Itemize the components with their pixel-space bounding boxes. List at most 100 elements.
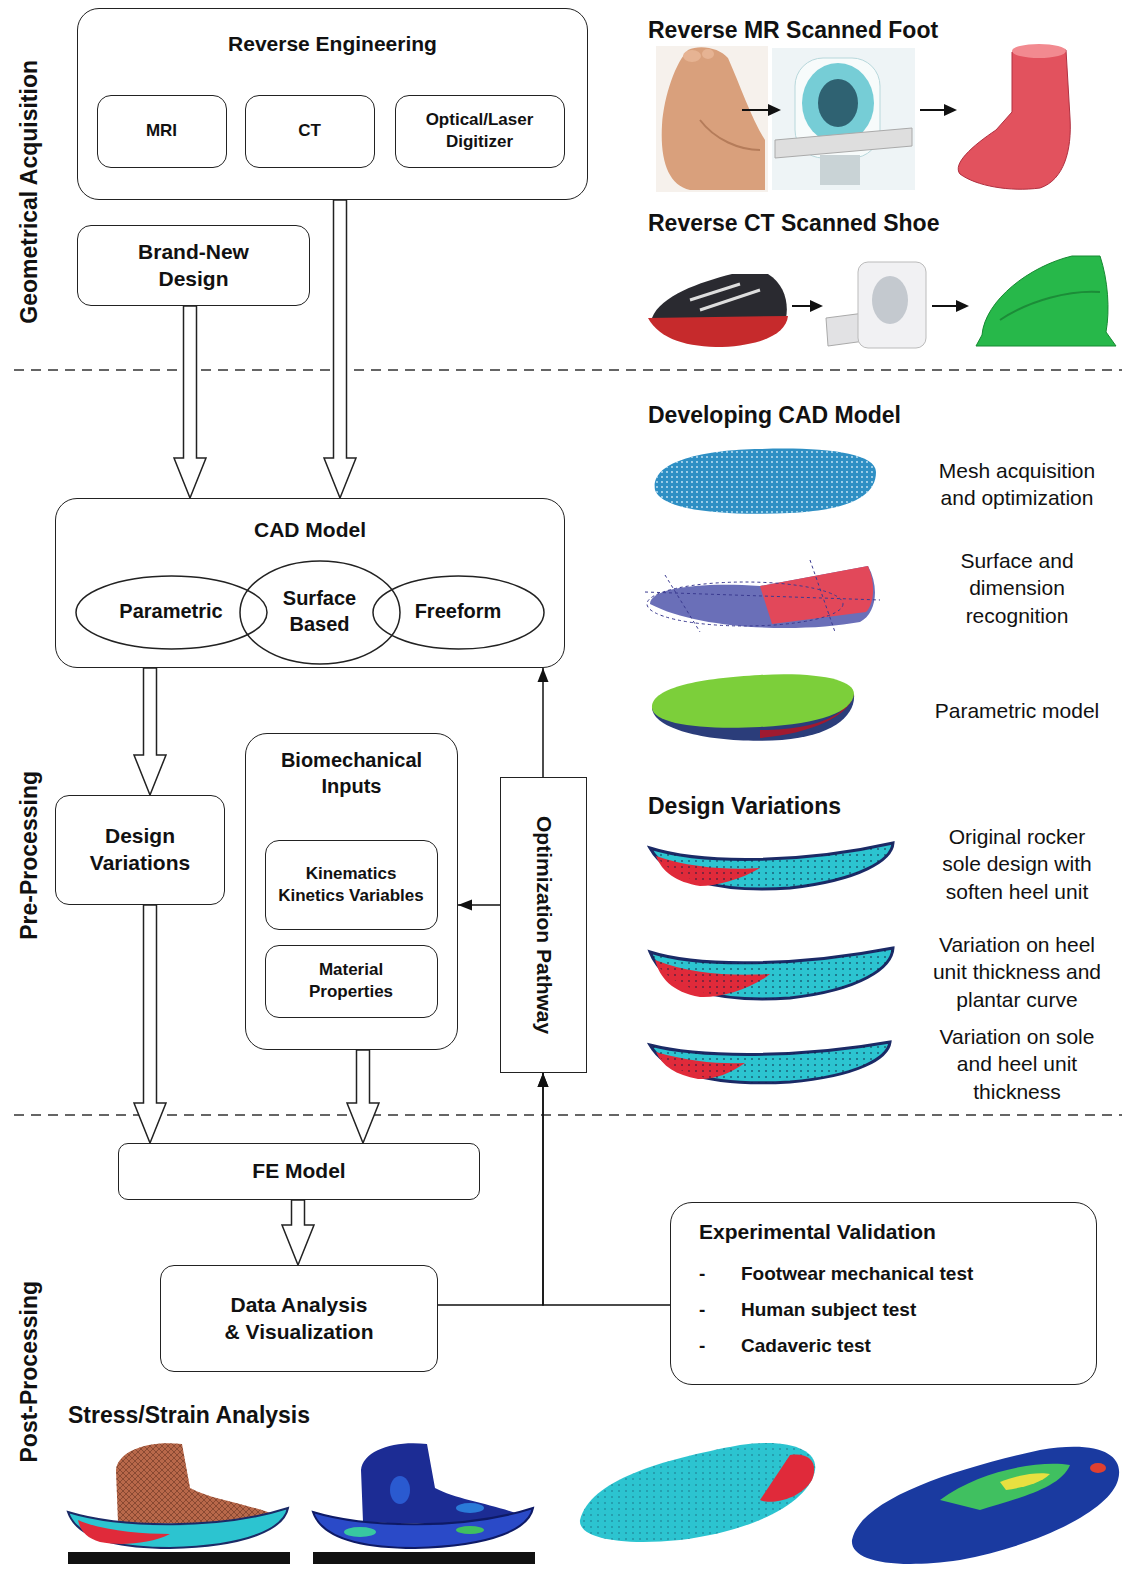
sole-variation bbox=[650, 1042, 890, 1083]
stress-foot-result bbox=[313, 1552, 535, 1564]
node-text: Footwear mechanical test bbox=[741, 1262, 973, 1286]
sole-variation bbox=[650, 843, 893, 889]
node-text: Design Variations bbox=[75, 823, 205, 877]
surface-model bbox=[760, 566, 873, 624]
strain-insole bbox=[852, 1447, 1119, 1564]
ct-scanner bbox=[872, 276, 908, 324]
stress-insole bbox=[580, 1443, 815, 1542]
process-arrow bbox=[768, 104, 781, 116]
scanned-shoe-model bbox=[976, 256, 1116, 346]
process-box: Material Properties bbox=[265, 945, 438, 1018]
connector bbox=[324, 200, 356, 498]
heading-label: Developing CAD Model bbox=[648, 401, 901, 431]
mri-scanner bbox=[820, 155, 860, 185]
stress-foot-result bbox=[390, 1476, 410, 1504]
shoe-photo bbox=[648, 316, 788, 347]
arrow-head bbox=[538, 668, 549, 682]
process-box: Kinematics Kinetics Variables bbox=[265, 840, 438, 930]
group-box: Biomechanical InputsKinematics Kinetics … bbox=[245, 733, 458, 1050]
section-divider bbox=[14, 369, 1122, 371]
sole-variation bbox=[650, 843, 893, 889]
hollow-arrow bbox=[282, 1200, 314, 1265]
process-arrow bbox=[944, 104, 957, 116]
connector bbox=[347, 1050, 379, 1143]
process-arrow bbox=[956, 300, 969, 312]
node-text: CT bbox=[298, 120, 321, 142]
node-text: Cadaveric test bbox=[741, 1334, 871, 1358]
stress-foot-mesh bbox=[68, 1508, 288, 1548]
section-divider bbox=[14, 1114, 1122, 1116]
stress-foot-result bbox=[456, 1503, 484, 1513]
process-arrow bbox=[920, 109, 946, 111]
stress-foot-result bbox=[344, 1527, 376, 1537]
arrow-head bbox=[458, 900, 472, 911]
node-text: Freeform bbox=[415, 599, 502, 625]
arrow-head bbox=[538, 1073, 549, 1087]
group-box: CAD ModelParametric Surface Based Freeform bbox=[55, 498, 565, 668]
heading-label: Reverse CT Scanned Shoe bbox=[648, 209, 939, 239]
text-label: Surface and dimension recognition bbox=[930, 547, 1105, 629]
connector-line bbox=[543, 1073, 670, 1305]
group-box: Reverse EngineeringMRI CT Optical/Laser Di… bbox=[77, 8, 588, 200]
process-arrow bbox=[932, 305, 958, 307]
mesh-insole bbox=[655, 449, 876, 514]
surface-model bbox=[650, 566, 875, 628]
parametric-model bbox=[652, 674, 854, 727]
sole-variation bbox=[650, 948, 893, 999]
node-text: CAD Model bbox=[254, 517, 366, 544]
text-label: Mesh acquisition and optimization bbox=[930, 457, 1105, 512]
process-box: CT bbox=[245, 95, 375, 168]
heading-label: Reverse MR Scanned Foot bbox=[648, 16, 938, 46]
process-box: Data Analysis & Visualization bbox=[160, 1265, 438, 1372]
process-box: Design Variations bbox=[55, 795, 225, 905]
foot-photo bbox=[662, 47, 765, 190]
mesh-insole bbox=[655, 449, 876, 514]
stress-insole bbox=[760, 1455, 814, 1502]
strain-insole bbox=[940, 1464, 1070, 1510]
mri-scanner bbox=[818, 79, 858, 127]
mesh-insole bbox=[655, 449, 876, 514]
connector bbox=[538, 668, 549, 777]
node-text: Reverse Engineering bbox=[228, 31, 437, 58]
node-text: Optical/Laser Digitizer bbox=[410, 109, 550, 153]
stress-foot-mesh bbox=[68, 1552, 290, 1564]
heading-label: Design Variations bbox=[648, 792, 841, 822]
text-label: Variation on heel unit thickness and pla… bbox=[930, 931, 1105, 1013]
node-text: Experimental Validation bbox=[699, 1219, 1068, 1246]
ellipse-outline bbox=[76, 576, 267, 649]
list-row: -Footwear mechanical test bbox=[699, 1256, 1068, 1292]
foot-photo bbox=[700, 120, 760, 150]
connector bbox=[134, 668, 166, 795]
heading-label: Stress/Strain Analysis bbox=[68, 1401, 310, 1431]
list-row: -Human subject test bbox=[699, 1292, 1068, 1328]
connector bbox=[538, 1073, 671, 1305]
connector-line bbox=[542, 668, 544, 777]
node-text: Data Analysis & Visualization bbox=[224, 1292, 374, 1346]
scanned-foot-model bbox=[958, 44, 1070, 189]
shoe-photo bbox=[690, 284, 760, 310]
shoe-photo bbox=[648, 274, 788, 347]
stress-foot-mesh bbox=[68, 1443, 290, 1564]
ellipse-outline bbox=[373, 576, 544, 649]
scanned-foot-model bbox=[1012, 44, 1066, 58]
heading-label: Pre-Processing bbox=[15, 771, 45, 940]
ellipse-node: Surface Based bbox=[239, 560, 401, 665]
ct-scanner bbox=[858, 262, 926, 348]
text-label: Variation on sole and heel unit thicknes… bbox=[930, 1023, 1105, 1105]
surface-model bbox=[645, 560, 880, 632]
process-box: FE Model bbox=[118, 1143, 480, 1200]
sole-variation bbox=[650, 843, 893, 1083]
stress-foot-mesh bbox=[78, 1520, 170, 1544]
node-text: Material Properties bbox=[291, 959, 411, 1003]
sole-variation bbox=[650, 1042, 890, 1083]
scanned-shoe-model bbox=[1000, 292, 1100, 320]
strain-insole bbox=[1090, 1463, 1106, 1473]
process-box: MRI bbox=[97, 95, 227, 168]
node-text: Parametric bbox=[119, 599, 222, 625]
node-text: Optimization Pathway bbox=[530, 816, 557, 1034]
node-text: Surface Based bbox=[270, 586, 370, 637]
node-text: Human subject test bbox=[741, 1298, 916, 1322]
sole-variation bbox=[650, 948, 893, 999]
text-label: Original rocker sole design with soften … bbox=[930, 823, 1105, 905]
scanned-shoe-model bbox=[976, 256, 1116, 346]
